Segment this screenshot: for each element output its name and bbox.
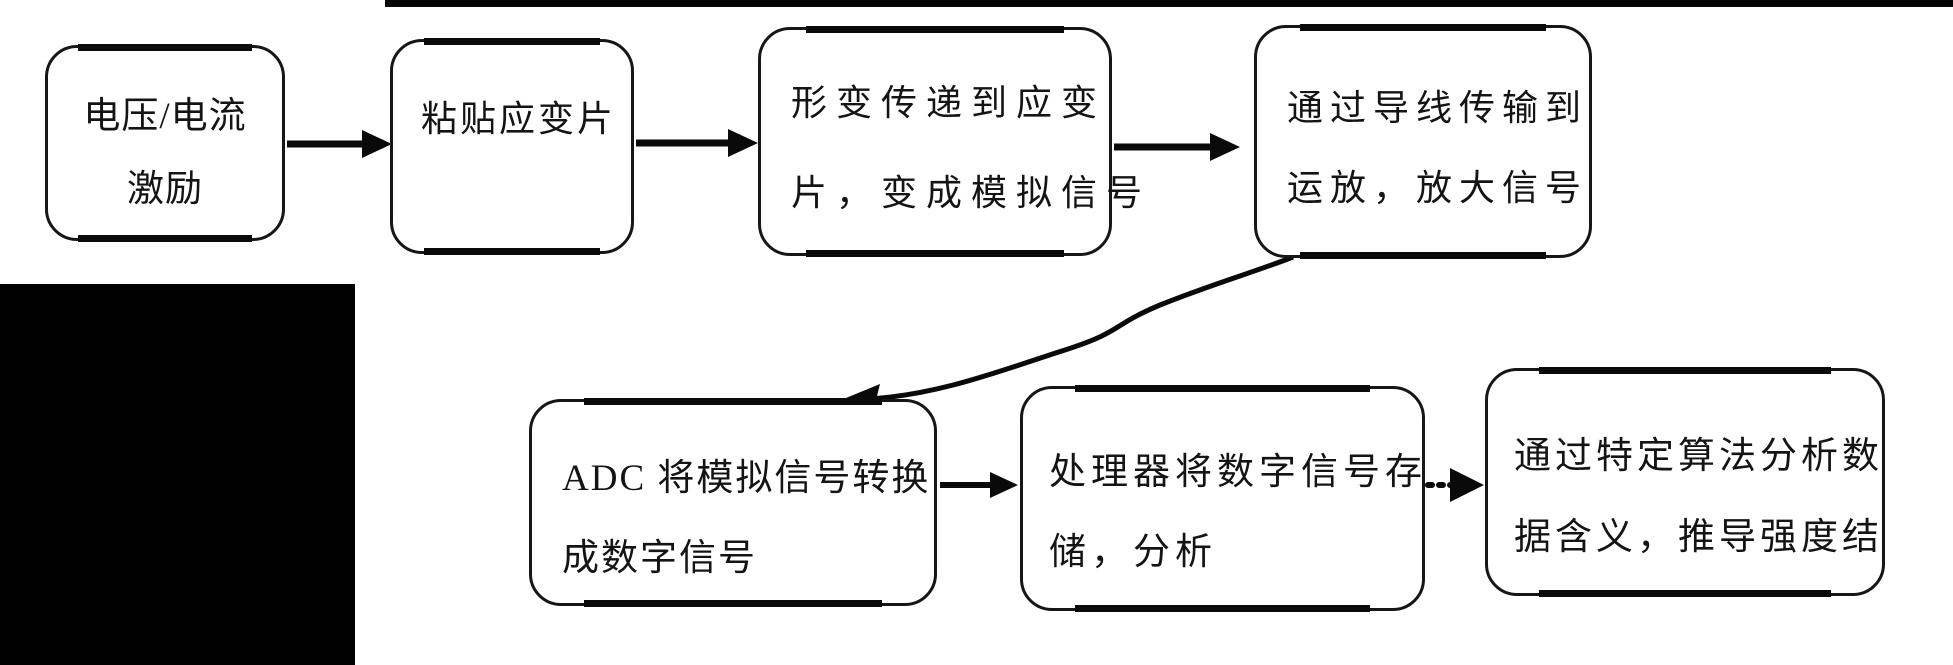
redaction-block (0, 284, 355, 665)
node-text-line: ADC 将模拟信号转换 (562, 458, 931, 499)
flow-node-processor: 处理器将数字信号存 储，分析 (1020, 385, 1427, 612)
node-text-line: 粘贴应变片 (421, 99, 617, 139)
node-text-line: 激励 (127, 169, 203, 210)
arrow-adc-to-processor (940, 472, 1018, 498)
arrow-paste-to-deformation (636, 129, 758, 157)
node-text-line: 成数字信号 (562, 538, 757, 579)
flow-node-excitation: 电压/电流 激励 (45, 44, 285, 242)
node-text-line: 通过特定算法分析数 (1514, 436, 1883, 477)
top-horizontal-rule (385, 0, 1953, 7)
arrow-processor-to-algorithm-dotted (1425, 468, 1484, 502)
flow-node-adc: ADC 将模拟信号转换 成数字信号 (529, 398, 937, 607)
node-text-line: 通过导线传输到 (1287, 88, 1589, 128)
arrow-deformation-to-opamp (1114, 133, 1240, 161)
arrow-excitation-to-paste (287, 130, 392, 158)
flow-node-wire-opamp: 通过导线传输到 运放，放大信号 (1254, 24, 1592, 259)
flow-node-deformation: 形变传递到应变 片，变成模拟信号 (758, 26, 1152, 257)
node-text-line: 片，变成模拟信号 (791, 173, 1152, 213)
node-text-line: 处理器将数字信号存 (1049, 452, 1427, 493)
node-text-line: 形变传递到应变 (791, 83, 1107, 123)
node-text-line: 储，分析 (1049, 532, 1217, 573)
flow-node-algorithm: 通过特定算法分析数 据含义，推导强度结 (1485, 367, 1885, 597)
node-text-line: 运放，放大信号 (1287, 168, 1589, 208)
flow-node-paste-gauge: 粘贴应变片 (390, 38, 634, 255)
node-text-line: 电压/电流 (83, 96, 247, 137)
node-text-line: 据含义，推导强度结 (1514, 517, 1883, 558)
